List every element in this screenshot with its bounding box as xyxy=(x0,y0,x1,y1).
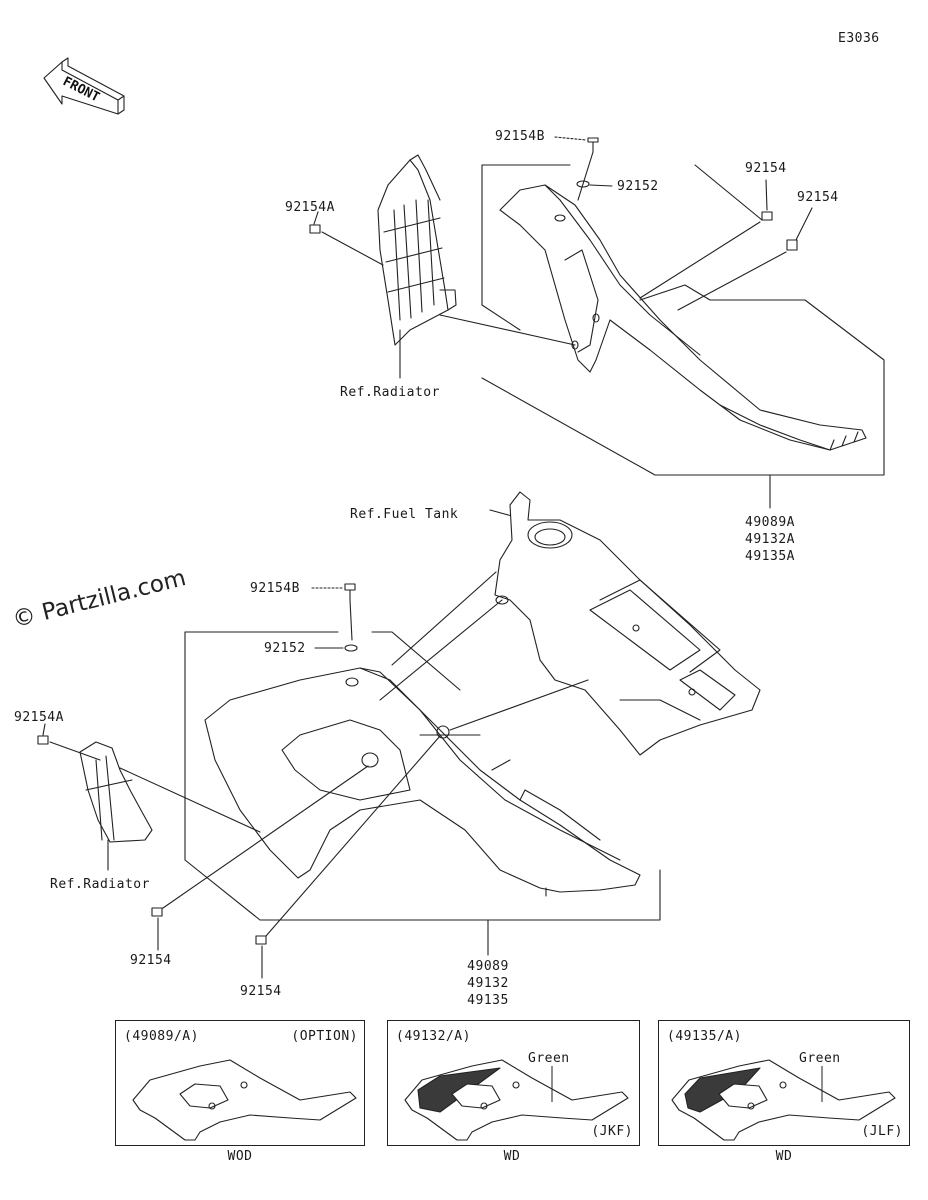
part-numbers-left: 49089 49132 49135 xyxy=(458,958,518,1009)
variant-box-49135: (49135/A) Green (JLF) xyxy=(658,1020,910,1146)
variant-shroud-3 xyxy=(671,1059,896,1141)
label-92152-mid: 92152 xyxy=(264,641,306,656)
variant-footer: WD xyxy=(775,1149,793,1164)
fastener-92154B-mid xyxy=(344,583,356,601)
shroud-right-top xyxy=(499,184,867,451)
variant-footer: WOD xyxy=(227,1149,253,1164)
part-number: 49135A xyxy=(745,549,795,564)
radiator-guard-top xyxy=(377,154,457,379)
diagram-code: E3036 xyxy=(838,31,880,46)
part-number: 49132A xyxy=(745,532,795,547)
part-numbers-right: 49089A 49132A 49135A xyxy=(738,514,802,565)
variant-title: (49135/A) xyxy=(667,1029,742,1044)
label-92154A-top: 92154A xyxy=(285,200,335,215)
bolt-92154A-left xyxy=(37,735,49,745)
variant-title: (49132/A) xyxy=(396,1029,471,1044)
fastener-92154B-top xyxy=(587,137,599,153)
label-92152-top: 92152 xyxy=(617,179,659,194)
label-ref-radiator-top: Ref.Radiator xyxy=(340,385,440,400)
bolt-92154-tr2 xyxy=(786,239,798,251)
part-number: 49135 xyxy=(467,993,509,1008)
variant-code: (JKF) xyxy=(591,1124,633,1139)
label-92154-b1: 92154 xyxy=(130,953,172,968)
bolt-92154-tr1 xyxy=(761,211,773,221)
part-number: 49089 xyxy=(467,959,509,974)
radiator-guard-bottom xyxy=(79,741,153,871)
variant-tag: (OPTION) xyxy=(291,1029,358,1044)
label-ref-radiator-bottom: Ref.Radiator xyxy=(50,877,150,892)
label-92154B-top: 92154B xyxy=(495,129,545,144)
label-92154-tr2: 92154 xyxy=(797,190,839,205)
shroud-left-bottom xyxy=(204,667,641,897)
variant-shroud-1 xyxy=(132,1059,357,1141)
label-92154-tr1: 92154 xyxy=(745,161,787,176)
washer-92152-mid xyxy=(344,644,358,652)
fuel-tank xyxy=(494,491,761,756)
variant-box-49132: (49132/A) Green (JKF) xyxy=(387,1020,640,1146)
front-arrow-icon xyxy=(43,57,125,115)
variant-box-49089: (49089/A) (OPTION) xyxy=(115,1020,365,1146)
label-92154B-mid: 92154B xyxy=(250,581,300,596)
bottom-group-bracket xyxy=(184,631,661,956)
variant-color-label: Green xyxy=(528,1051,570,1066)
variant-shroud-2 xyxy=(404,1059,629,1141)
variant-footer: WD xyxy=(503,1149,521,1164)
label-92154A-left: 92154A xyxy=(14,710,64,725)
front-label: FRONT xyxy=(60,74,102,105)
bolt-92154-b2 xyxy=(255,935,267,945)
part-number: 49132 xyxy=(467,976,509,991)
part-number: 49089A xyxy=(745,515,795,530)
label-ref-fuel-tank: Ref.Fuel Tank xyxy=(350,507,459,522)
label-92154-b2: 92154 xyxy=(240,984,282,999)
svg-text:FRONT: FRONT xyxy=(60,74,102,105)
bolt-92154-b1 xyxy=(151,907,163,917)
bolt-92154A-top xyxy=(309,224,321,234)
variant-color-label: Green xyxy=(799,1051,841,1066)
variant-code: (JLF) xyxy=(861,1124,903,1139)
variant-title: (49089/A) xyxy=(124,1029,199,1044)
top-group-bracket xyxy=(481,164,885,509)
